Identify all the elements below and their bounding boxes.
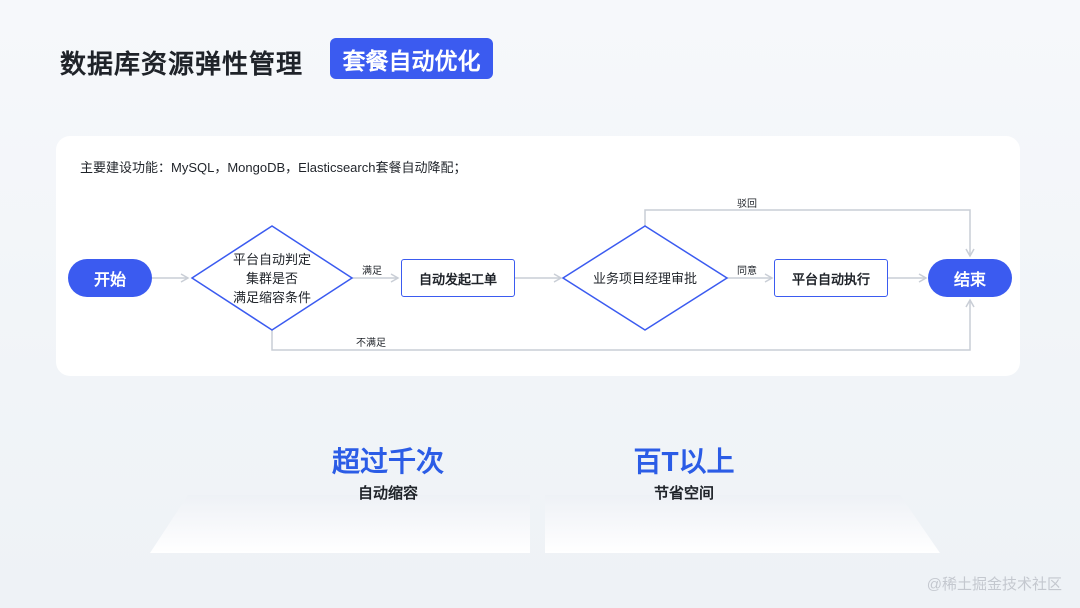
decision-1-line-2: 集群是否 [245,271,298,286]
panel-intro: 主要建设功能：MySQL，MongoDB，Elasticsearch套餐自动降配… [80,160,467,175]
stat-1-value: 超过千次 [331,446,444,477]
edge-label-approved: 同意 [737,266,757,277]
page-title: 数据库资源弹性管理 [60,49,304,79]
flow-panel [56,136,1020,376]
edge-label-satisfied: 满足 [362,266,382,277]
decision-1-text: 平台自动判定 集群是否 满足缩容条件 [212,250,332,307]
decision-2-text: 业务项目经理审批 [592,271,697,286]
stat-2-label: 节省空间 [653,485,714,502]
title-badge: 套餐自动优化 [330,38,493,79]
decision-1-line-1: 平台自动判定 [232,252,311,267]
decision-diamond-2 [561,225,729,331]
edge-rejected [644,209,975,258]
stat-1-label: 自动缩容 [357,485,418,502]
edge-label-rejected: 驳回 [737,199,757,210]
auto-execute-step: 平台自动执行 [774,259,888,297]
stat-platform-1 [150,495,530,553]
watermark: @稀土掘金技术社区 [926,576,1062,593]
end-node: 结束 [928,259,1012,297]
decision-diamond-1 [190,225,354,331]
edge-label-not-satisfied: 不满足 [356,338,386,349]
decision-1-line-3: 满足缩容条件 [232,290,311,305]
auto-ticket-step: 自动发起工单 [401,259,515,297]
start-node: 开始 [68,259,152,297]
edge-not-satisfied [271,298,975,351]
stat-2-value: 百T以上 [633,446,735,477]
stat-platform-2 [545,495,940,553]
